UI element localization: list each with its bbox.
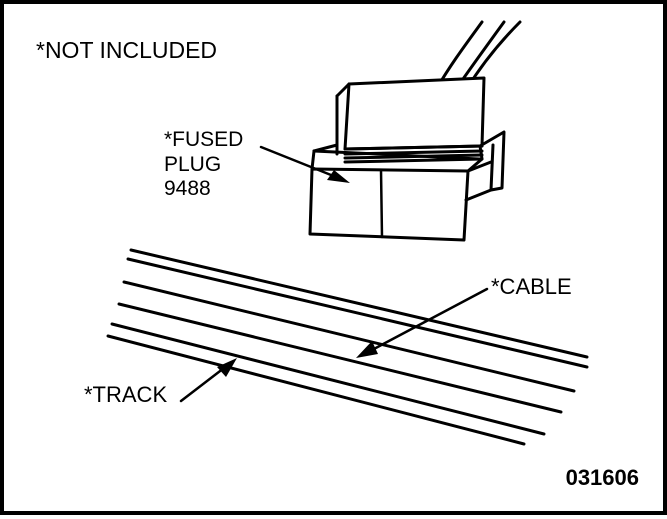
fused-plug-line1: *FUSED: [164, 128, 244, 151]
fused-plug-body: [308, 76, 506, 242]
installation-illustration: [106, 20, 589, 446]
track-cable-lines: [106, 248, 589, 446]
fused-plug-line3: 9488: [164, 177, 211, 201]
figure-code: 031606: [565, 465, 639, 490]
track-arrow: [179, 358, 237, 403]
fused-plug-label: *FUSED PLUG 9488: [164, 128, 243, 202]
cable-label: *CABLE: [491, 274, 572, 299]
cable-arrow: [356, 287, 489, 358]
fused-plug-arrow: [259, 145, 350, 183]
fused-plug-line2: PLUG: [164, 152, 222, 176]
track-label: *TRACK: [84, 382, 168, 407]
not-included-note: *NOT INCLUDED: [36, 37, 218, 63]
